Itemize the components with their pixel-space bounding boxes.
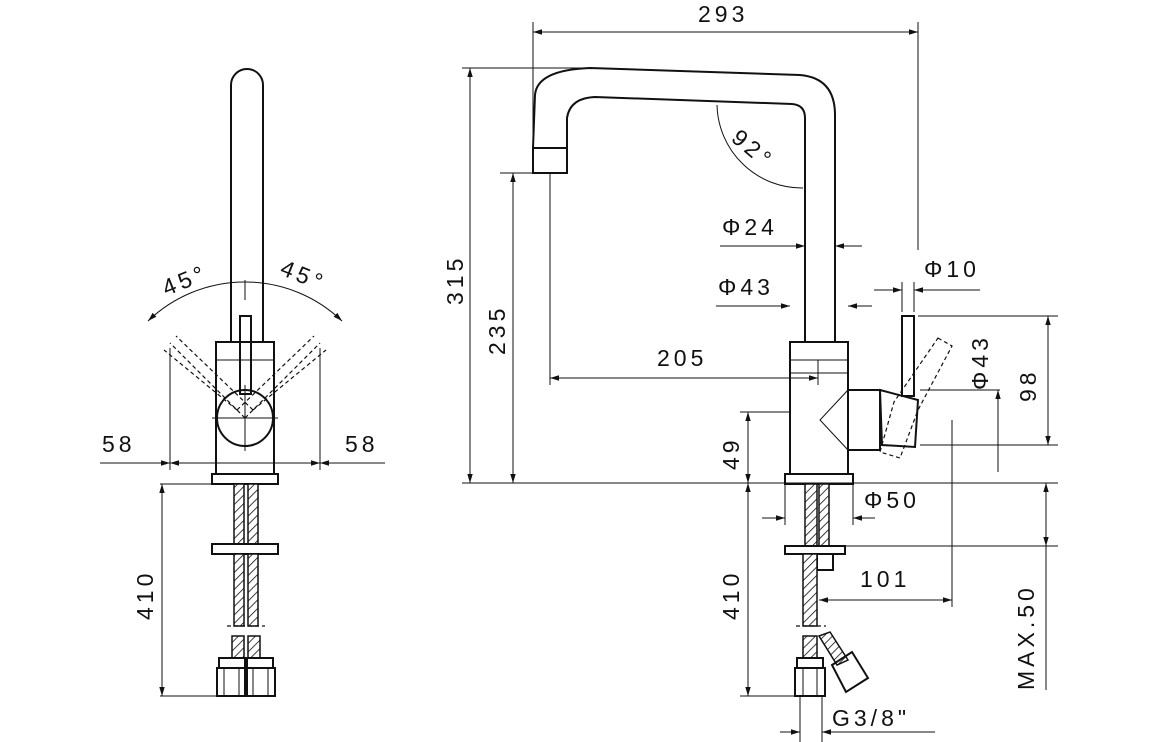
side-spout (532, 66, 836, 342)
front-hose-left-end (231, 635, 245, 659)
spout-reach-label: 205 (657, 345, 707, 371)
front-hose-left-lower (233, 553, 245, 627)
spout-diameter-label: Φ24 (722, 214, 778, 240)
lever-knob (878, 388, 920, 449)
lever-offset-label: 101 (860, 566, 910, 592)
lever-height-label: 98 (1015, 368, 1041, 402)
front-spout (230, 68, 264, 342)
front-base (211, 473, 279, 485)
base-height-label: 49 (718, 436, 744, 470)
overall-width-label: 293 (698, 1, 748, 27)
front-hose-right-end (247, 635, 261, 659)
side-view: 92° 293 (442, 1, 1058, 742)
front-view: 45° 45° 58 58 410 (100, 68, 385, 697)
connection-thread-label: G3/8" (832, 705, 910, 731)
side-body (789, 341, 849, 475)
outlet-height-label: 235 (484, 305, 510, 355)
front-hose-right-lower (247, 553, 259, 627)
max-deck-thickness-label: MAX.50 (1013, 584, 1039, 690)
left-clearance-label: 58 (102, 431, 136, 457)
side-fitting (794, 667, 826, 697)
side-hose-angled (817, 631, 850, 666)
side-lever-rotated (879, 337, 953, 459)
front-fitting-left (216, 667, 248, 697)
lever-swing-right (236, 335, 327, 419)
side-hose-lower (802, 553, 818, 627)
front-lever (239, 315, 252, 395)
right-clearance-label: 58 (345, 431, 379, 457)
side-lever (901, 315, 915, 397)
spout-aerator (532, 147, 568, 174)
side-fitting-angled (830, 650, 870, 694)
side-hose-upper (804, 483, 818, 547)
lever-swing-left (163, 335, 254, 419)
side-hose-length-label: 410 (718, 570, 744, 620)
front-nut-plate (211, 543, 279, 555)
front-hose-left (233, 483, 245, 545)
body-diameter-label: Φ43 (718, 274, 774, 300)
front-fitting-right (244, 667, 276, 697)
lever-rotation-diameter-label: Φ43 (967, 334, 993, 390)
swing-left-angle: 45° (158, 259, 211, 301)
base-diameter-label: Φ50 (864, 487, 920, 513)
front-hose-right (247, 483, 259, 545)
side-nut-plate (784, 545, 846, 555)
lever-housing (848, 389, 881, 451)
spout-angle-label: 92° (727, 124, 780, 174)
overall-height-label: 315 (442, 255, 468, 305)
lever-diameter-label: Φ10 (924, 256, 980, 282)
swing-right-angle: 45° (277, 255, 330, 297)
spout-angle-arc (716, 104, 804, 189)
front-hose-length-label: 410 (132, 570, 158, 620)
